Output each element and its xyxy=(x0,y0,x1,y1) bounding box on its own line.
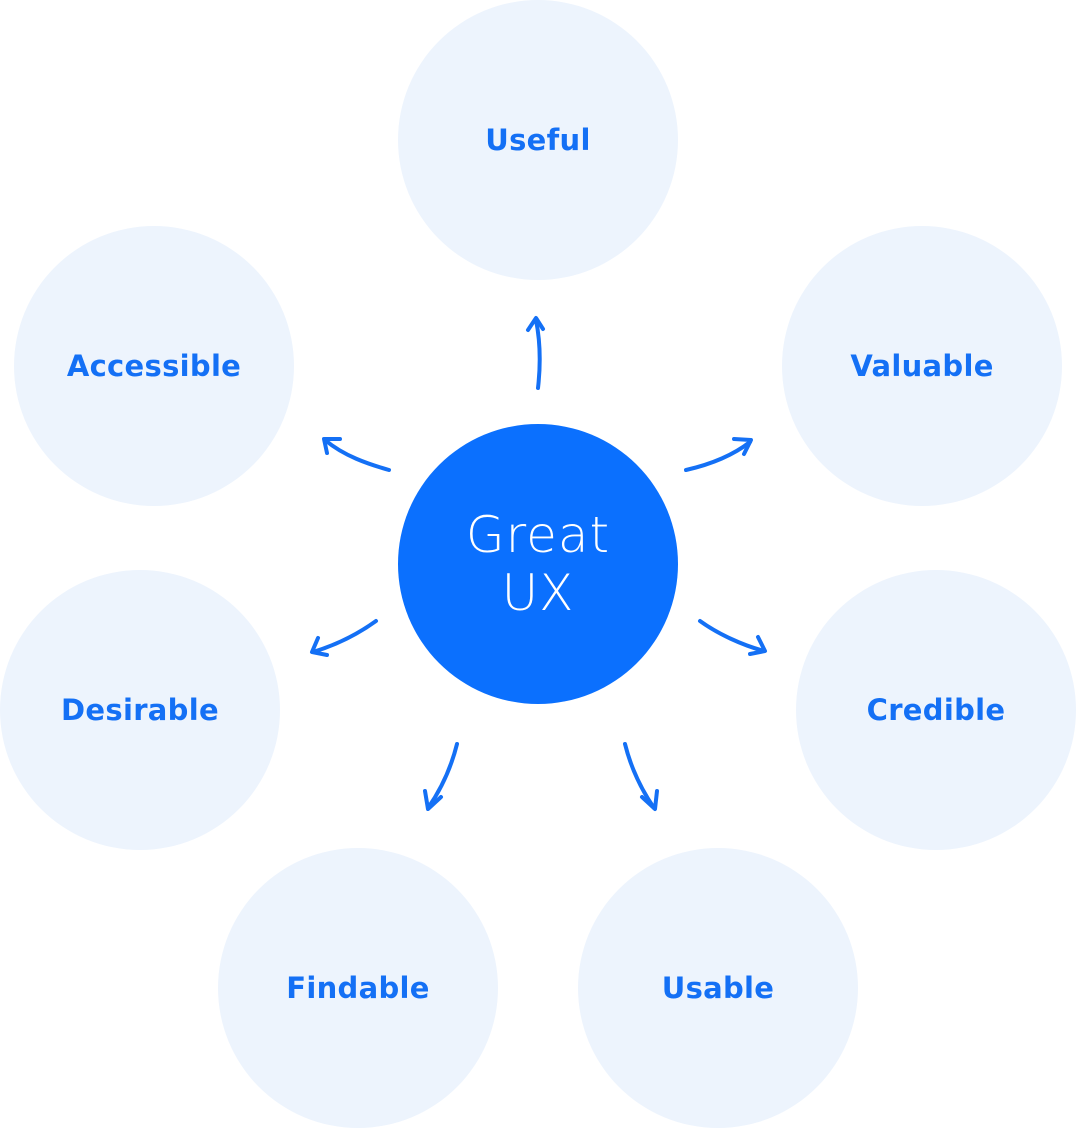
arrow-to-findable xyxy=(423,742,459,811)
arrow-to-useful xyxy=(526,316,545,390)
node-desirable: Desirable xyxy=(0,570,280,850)
center-label-line2: UX xyxy=(501,564,575,622)
node-findable: Findable xyxy=(218,848,498,1128)
node-useful-label: Useful xyxy=(485,123,591,157)
node-valuable: Valuable xyxy=(782,226,1062,506)
arrow-to-desirable xyxy=(310,619,378,657)
node-useful: Useful xyxy=(398,0,678,280)
node-credible: Credible xyxy=(796,570,1076,850)
arrow-to-accessible xyxy=(322,437,391,472)
node-valuable-label: Valuable xyxy=(850,349,994,383)
node-usable: Usable xyxy=(578,848,858,1128)
node-usable-label: Usable xyxy=(661,971,775,1005)
node-great-ux: Great UX xyxy=(398,424,678,704)
node-accessible: Accessible xyxy=(14,226,294,506)
node-accessible-label: Accessible xyxy=(66,349,242,383)
node-credible-label: Credible xyxy=(866,693,1006,727)
arrow-to-valuable xyxy=(684,437,753,472)
node-findable-label: Findable xyxy=(286,971,430,1005)
arrow-to-usable xyxy=(623,742,659,811)
arrow-to-credible xyxy=(698,619,767,656)
node-desirable-label: Desirable xyxy=(61,693,219,727)
center-label-line1: Great xyxy=(465,506,611,564)
